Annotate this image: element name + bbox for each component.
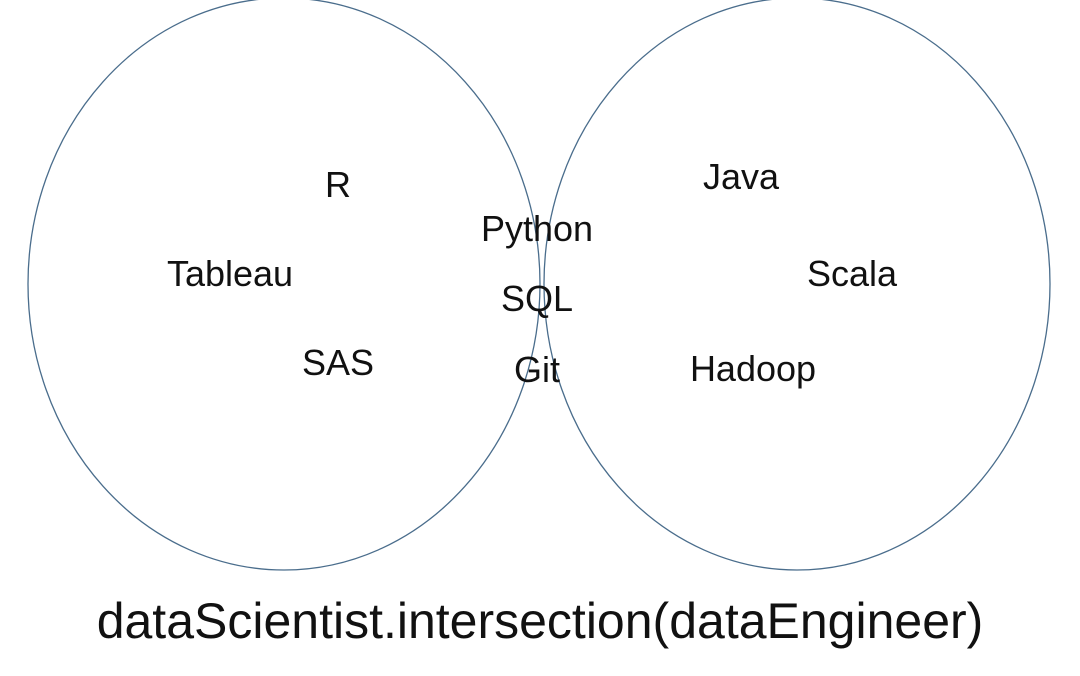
left-set-circle [27,0,541,571]
left-item-tableau: Tableau [167,253,293,294]
left-item-sas: SAS [302,342,374,383]
intersection-item-sql: SQL [501,278,573,319]
diagram-caption: dataScientist.intersection(dataEngineer) [96,593,984,649]
right-item-scala: Scala [807,253,898,294]
right-set-circle [543,0,1051,571]
intersection-region [544,0,1050,570]
right-item-java: Java [703,156,780,197]
right-item-hadoop: Hadoop [690,348,816,389]
left-item-r: R [325,164,351,205]
intersection-item-git: Git [514,349,560,390]
intersection-item-python: Python [481,208,593,249]
